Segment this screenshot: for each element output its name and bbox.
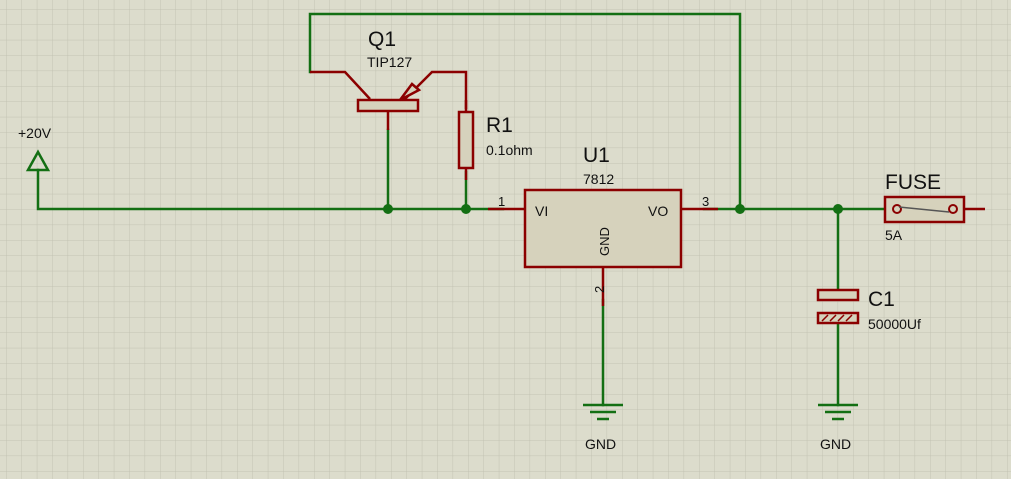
q1-collector-lead (404, 70, 468, 109)
junctions (383, 204, 843, 214)
input-wire (36, 168, 505, 211)
fuse-terminal-right (948, 204, 958, 214)
r1-ref: R1 (486, 114, 513, 137)
q1-ref: Q1 (368, 28, 396, 51)
ground-c1[interactable]: GND (818, 403, 858, 452)
u1-pin1-number: 1 (498, 194, 505, 209)
u1-ref: U1 (583, 144, 610, 167)
fuse[interactable]: FUSE 5A (883, 171, 985, 243)
ground-icon (818, 403, 858, 421)
ground-u1[interactable]: GND (583, 403, 623, 452)
ground-icon (583, 403, 623, 421)
ground-label: GND (585, 436, 616, 452)
c1-ref: C1 (868, 288, 895, 311)
power-label: +20V (18, 125, 52, 141)
ground-label: GND (820, 436, 851, 452)
regulator-u1[interactable]: U1 7812 VI VO GND 1 3 2 (488, 144, 718, 306)
c1-hatch (821, 314, 853, 322)
fuse-element (898, 206, 950, 213)
q1-base-bar (356, 98, 420, 113)
junction-dot (383, 204, 393, 214)
u1-pin-vo-label: VO (648, 203, 668, 219)
u1-pin-vi-label: VI (535, 203, 548, 219)
q1-emitter-lead (310, 70, 371, 100)
u1-body (523, 188, 683, 269)
capacitor-c1[interactable]: C1 50000Uf (816, 288, 921, 332)
fuse-body (883, 195, 966, 224)
fuse-value: 5A (885, 227, 903, 243)
q1-value: TIP127 (367, 54, 412, 70)
fuse-ref: FUSE (885, 171, 941, 194)
q1-arrow-icon (399, 82, 422, 102)
junction-dot (833, 204, 843, 214)
r1-value: 0.1ohm (486, 142, 533, 158)
fuse-terminal-left (892, 204, 902, 214)
u1-pin3-number: 3 (702, 194, 709, 209)
power-terminal[interactable]: +20V (18, 125, 52, 172)
feedback-wire (308, 12, 742, 211)
c1-plate-negative (816, 311, 860, 325)
r1-body (457, 110, 475, 170)
transistor-q1[interactable]: Q1 TIP127 (310, 28, 468, 130)
junction-dot (461, 204, 471, 214)
junction-dot (735, 204, 745, 214)
resistor-r1[interactable]: R1 0.1ohm (457, 100, 533, 180)
c1-plate-positive (816, 288, 860, 302)
power-arrow-icon (25, 149, 51, 172)
u1-value: 7812 (583, 171, 614, 187)
u1-pin2-number: 2 (592, 286, 607, 293)
c1-value: 50000Uf (868, 316, 921, 332)
u1-pin-gnd-label: GND (597, 227, 612, 256)
